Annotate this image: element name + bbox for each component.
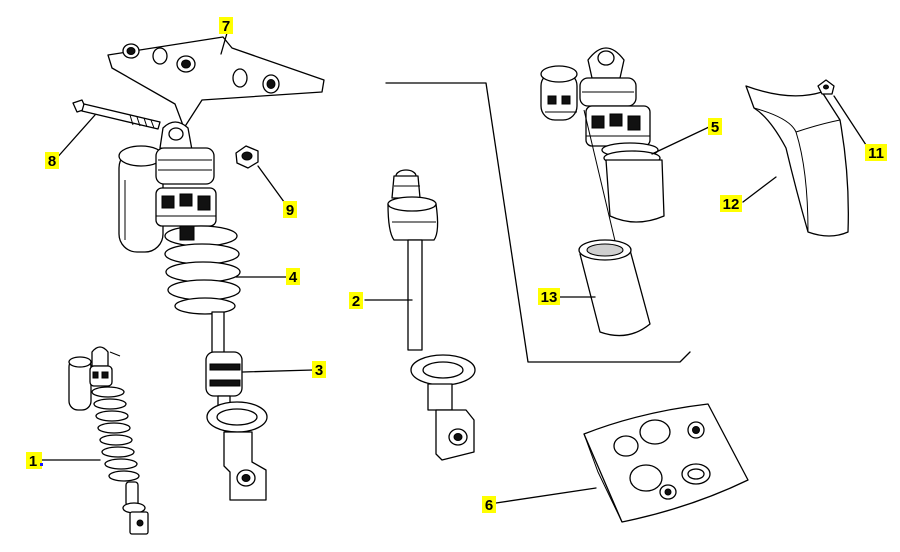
part-2-damper-rod <box>387 169 476 461</box>
svg-text:8: 8 <box>48 153 56 170</box>
callout-labels: 7 8 9 4 3 1 2 5 <box>26 17 887 514</box>
part-1-spring-coils <box>91 386 140 482</box>
svg-text:1: 1 <box>29 453 37 470</box>
part-4-spring-coils <box>164 225 241 315</box>
leader-3 <box>242 369 314 373</box>
callout-7: 7 <box>219 17 233 35</box>
callout-8: 8 <box>45 152 59 170</box>
part-8-bolt <box>72 99 161 130</box>
svg-text:11: 11 <box>868 145 884 162</box>
leader-12 <box>742 176 777 203</box>
part-6-gasket-sheet <box>583 403 749 523</box>
leader-11 <box>833 95 869 149</box>
part-13-sleeve <box>578 239 651 337</box>
leader-5 <box>651 126 710 155</box>
svg-text:2: 2 <box>352 293 360 310</box>
svg-text:9: 9 <box>286 202 294 219</box>
callout-9: 9 <box>283 201 297 219</box>
part-4-shock-absorber <box>118 121 268 501</box>
leader-9 <box>257 165 288 207</box>
part-3-bump-stop <box>205 351 243 397</box>
svg-text:5: 5 <box>711 119 719 136</box>
callout-1: 1 <box>26 452 43 470</box>
callout-6: 6 <box>482 496 496 514</box>
leader-6 <box>495 487 597 504</box>
leader-8 <box>54 114 96 161</box>
part-7-bushing-kit <box>107 36 325 129</box>
callout-13: 13 <box>538 288 560 306</box>
callout-3: 3 <box>312 361 326 379</box>
part-11-screw <box>817 79 835 95</box>
svg-text:12: 12 <box>723 196 740 213</box>
callout-12: 12 <box>720 195 742 213</box>
svg-text:3: 3 <box>315 362 323 379</box>
leader-lines <box>40 32 869 504</box>
part-5-shock-body <box>540 47 665 263</box>
callout-4: 4 <box>286 268 300 286</box>
svg-text:4: 4 <box>289 269 298 286</box>
svg-text:13: 13 <box>541 289 558 306</box>
callout-11: 11 <box>865 144 887 162</box>
part-12-mud-guard <box>745 85 849 237</box>
svg-text:7: 7 <box>222 18 230 35</box>
part-1-complete-shock <box>68 346 149 535</box>
part-9-nut <box>235 145 259 169</box>
leader-7 <box>220 32 228 55</box>
callout-2: 2 <box>349 292 363 310</box>
callout-5: 5 <box>708 118 722 136</box>
part-2-bracket <box>385 82 691 363</box>
svg-text:6: 6 <box>485 497 493 514</box>
